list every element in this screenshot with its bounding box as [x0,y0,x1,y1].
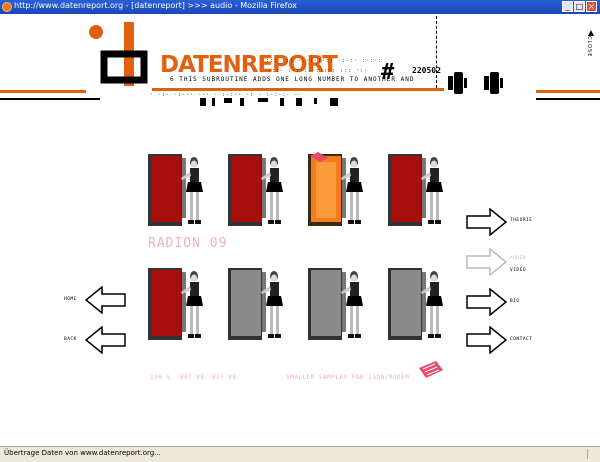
header-noise-2: ·::· :·:·: ·:·:·: ::: ·:· [268,68,369,74]
fridge-red-3[interactable] [386,150,446,234]
window-titlebar[interactable]: http://www.datenreport.org - [datenrepor… [0,0,600,14]
arrow-right-theorie-icon[interactable] [466,208,508,236]
arrow-right-contact-icon[interactable] [466,326,508,354]
fridge-red-2[interactable] [226,150,286,234]
fridge-red-4[interactable] [146,264,206,348]
speaker-left-icon[interactable] [448,70,468,96]
nav-theorie[interactable]: THEORIE [510,218,533,223]
maximize-button[interactable]: □ [574,1,585,12]
vertical-divider [436,16,438,88]
cassette-icon[interactable] [418,360,444,380]
nav-audio[interactable]: AUDIO [510,256,527,261]
firefox-icon [2,2,12,12]
smaller-samples-link[interactable]: SMALLER SAMPLES FOR ISDN/MODEM [286,374,410,381]
speaker-right-icon[interactable] [484,70,504,96]
header-code: 220502 [412,66,441,75]
orange-line-center [152,88,444,91]
nav-contact[interactable]: CONTACT [510,337,533,342]
fridge-grey-3[interactable] [386,264,446,348]
datenreport-logo [89,22,148,86]
bottom-glyph-strip [200,98,338,106]
arrow-right-bio-icon[interactable] [466,288,508,316]
status-text: Übertrage Daten von www.datenreport.org.… [4,449,161,457]
load-percent: 100 % [150,374,171,381]
arrow-right-audio-icon[interactable] [466,248,508,276]
close-window-button[interactable]: × [586,1,597,12]
file-size-2[interactable]: 827 KB [212,374,237,381]
close-link[interactable]: CLOSE [586,36,592,58]
header-noise: ::: ·:: ·.·:·:·:· ·:·:· :·:·: [266,58,383,64]
window-title: http://www.datenreport.org - [datenrepor… [14,1,297,10]
black-line-right [536,98,600,100]
arrow-left-home-icon[interactable] [84,286,126,314]
fridge-red-1[interactable] [146,150,206,234]
header-noise-3: · ·:· ·:·-· ·-· · :·:·- ·: · :·:·:· -· [150,92,303,98]
nav-back[interactable]: BACK [64,337,77,342]
section-label: RADION 09 [148,236,228,251]
nav-bio[interactable]: BIO [510,299,520,304]
brand-title: DATENREPORT [160,52,338,78]
nav-video[interactable]: VIDEO [510,268,527,273]
hash-symbol: # [381,60,395,85]
fridge-grey-2[interactable] [306,264,366,348]
fridge-orange-active[interactable] [306,150,366,234]
fridge-grey-1[interactable] [226,264,286,348]
black-line-left [0,98,100,100]
resize-grip-icon[interactable] [587,449,598,459]
status-bar: Übertrage Daten von www.datenreport.org.… [0,446,600,462]
arrow-left-back-icon[interactable] [84,326,126,354]
header-subtitle: 6 THIS SUBROUTINE ADDS ONE LONG NUMBER T… [170,76,415,83]
page-content: DATENREPORT 6 THIS SUBROUTINE ADDS ONE L… [0,14,600,446]
nav-home[interactable]: HOME [64,297,77,302]
arrow-up-icon [588,30,594,36]
orange-line-left [0,90,86,93]
file-size-1[interactable]: 807 KB [180,374,205,381]
minimize-button[interactable]: _ [562,1,573,12]
orange-line-right [536,90,600,93]
